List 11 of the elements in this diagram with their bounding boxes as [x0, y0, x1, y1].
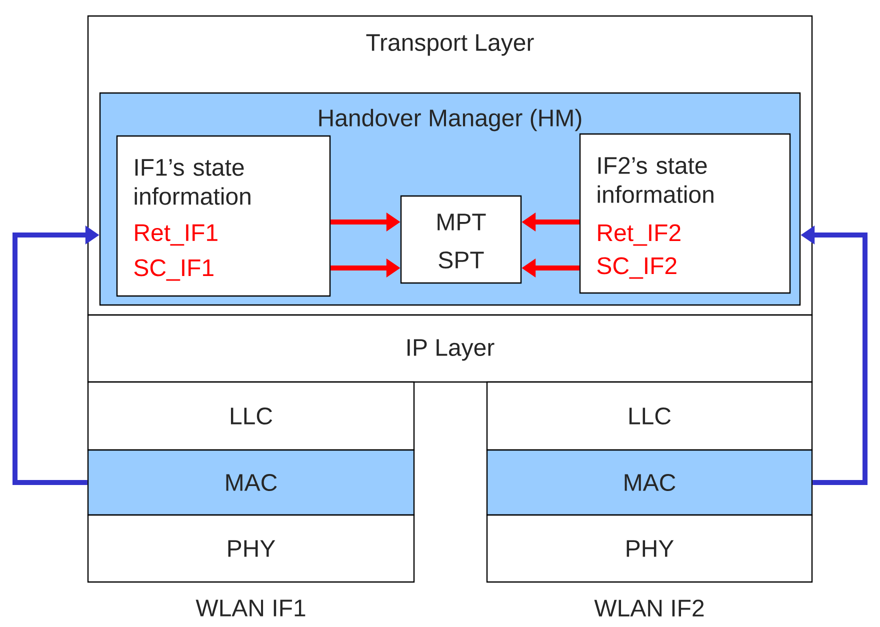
process-box: MPT SPT [400, 195, 522, 284]
layer-box: MAC [87, 449, 415, 516]
layer-box: PHY [87, 514, 415, 583]
state-box: IF1’s state information Ret_IF1 SC_IF1 [116, 135, 331, 297]
layer-box: MAC [486, 449, 813, 516]
layer-box: LLC [87, 381, 415, 451]
stack-label: WLAN IF2 [594, 600, 704, 616]
layer-box: PHY [486, 514, 813, 583]
layer-box: LLC [486, 381, 813, 451]
stack-label: WLAN IF1 [196, 600, 306, 616]
state-box: IF2’s state information Ret_IF2 SC_IF2 [579, 133, 791, 294]
